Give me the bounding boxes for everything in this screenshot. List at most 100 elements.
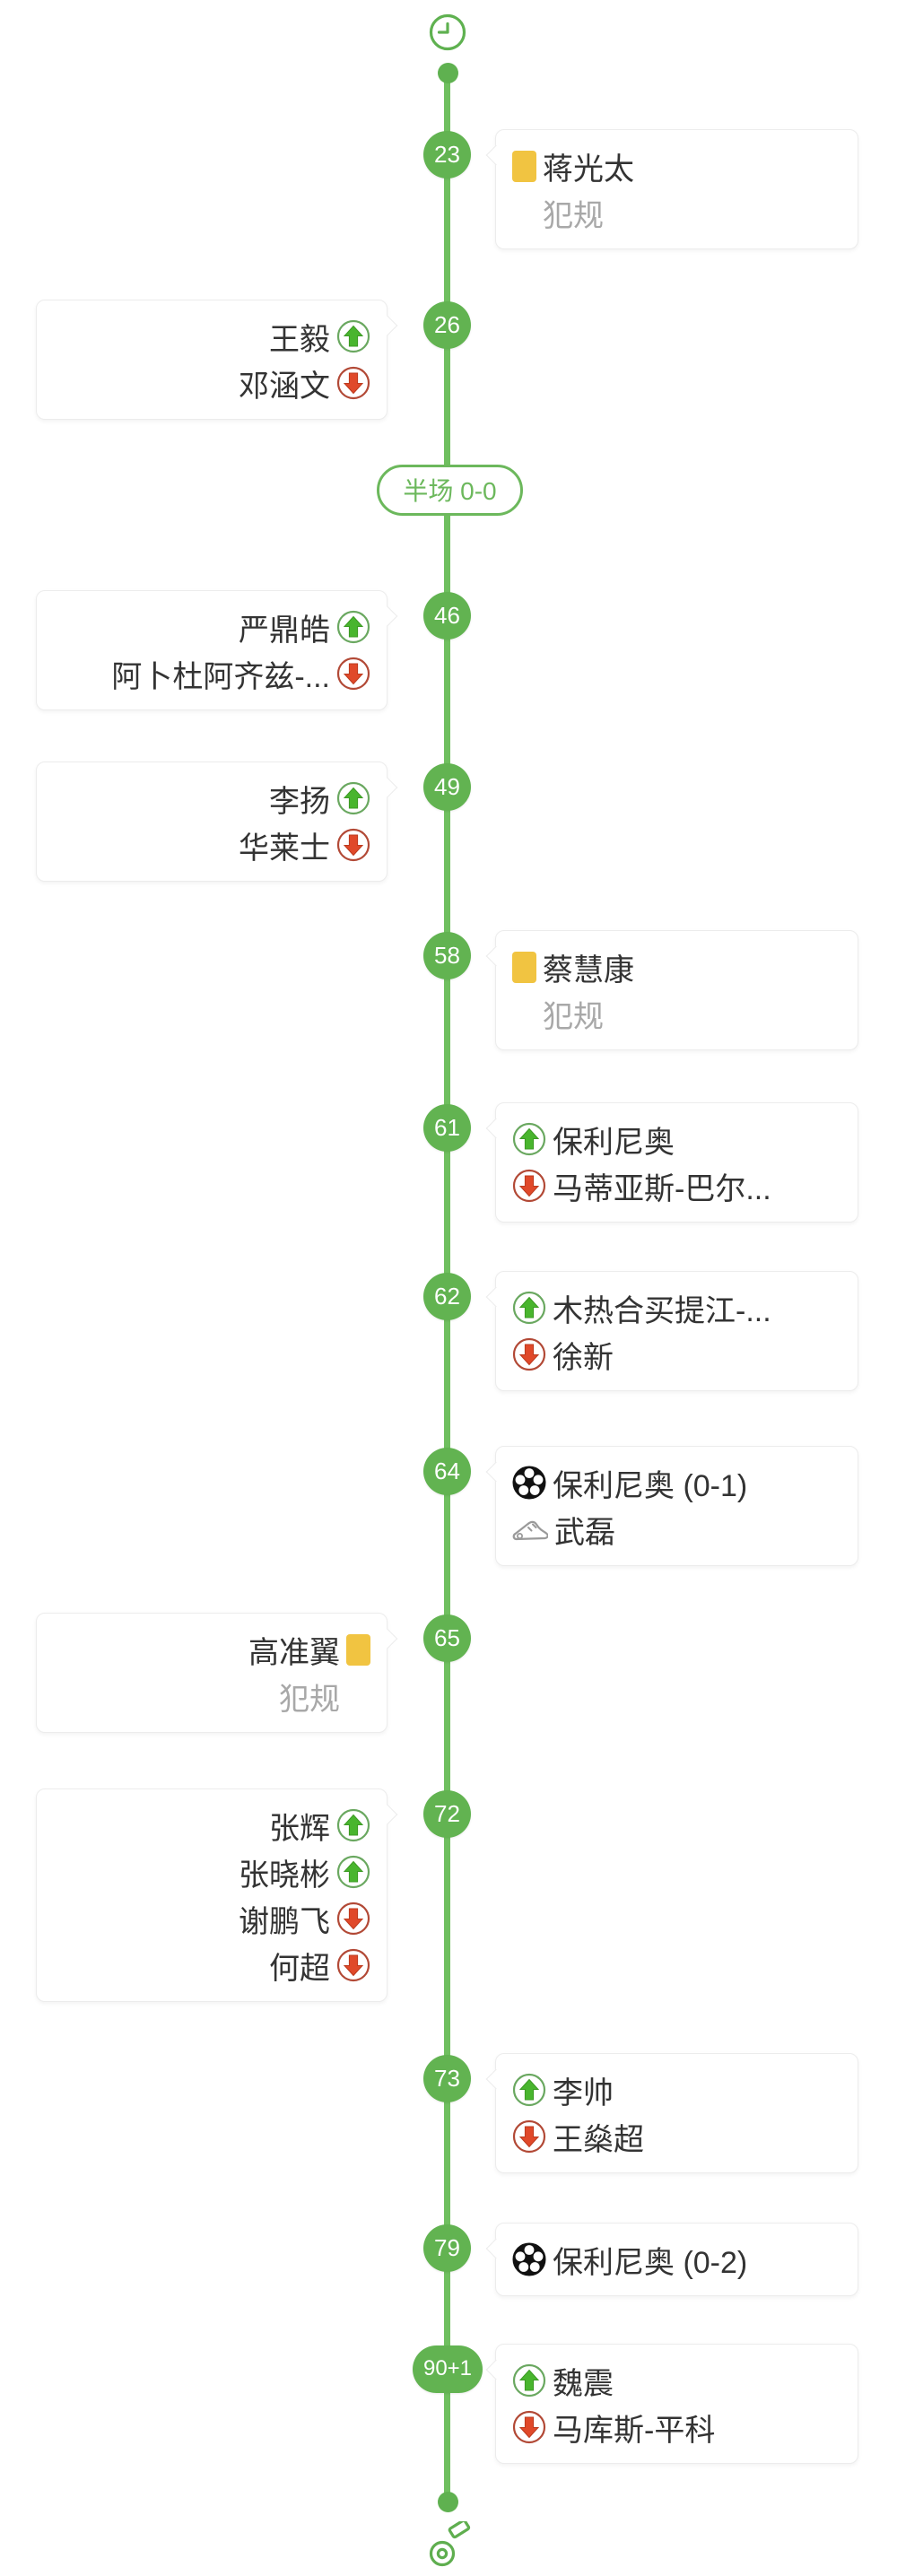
sub-in-arrow-icon bbox=[336, 610, 370, 644]
substitution-event-card[interactable]: 王毅邓涵文 bbox=[36, 300, 397, 420]
event-row: 蔡慧康 bbox=[496, 944, 858, 990]
minute-badge: 61 bbox=[423, 1103, 471, 1152]
event-row: 李帅 bbox=[496, 2067, 858, 2113]
sub-out-arrow-icon bbox=[512, 1337, 546, 1371]
sub-out-arrow-icon bbox=[512, 2410, 546, 2444]
minute-badge: 23 bbox=[423, 130, 471, 178]
minute-badge: 90+1 bbox=[413, 2345, 483, 2393]
sub-out-arrow-icon bbox=[336, 657, 370, 691]
goal-event-card[interactable]: 保利尼奥 (0-1) 武磊 bbox=[485, 1446, 858, 1566]
player-name: 李帅 bbox=[553, 2076, 614, 2110]
player-name: 木热合买提江-... bbox=[553, 1293, 771, 1328]
event-detail-text: 犯规 bbox=[279, 1682, 340, 1717]
yellow-card-icon bbox=[512, 951, 536, 983]
event-row: 保利尼奥 (0-2) bbox=[496, 2236, 858, 2283]
player-name: 张辉 bbox=[269, 1811, 330, 1846]
sub-in-arrow-icon bbox=[336, 1808, 370, 1842]
substitution-event-card[interactable]: 李扬华莱士 bbox=[36, 761, 397, 882]
event-row: 魏震 bbox=[496, 2357, 858, 2404]
event-row: 保利尼奥 bbox=[496, 1116, 858, 1162]
whistle-icon bbox=[427, 2519, 472, 2572]
minute-badge: 58 bbox=[423, 931, 471, 979]
player-name: 魏震 bbox=[553, 2366, 614, 2401]
player-name: 武磊 bbox=[554, 1515, 615, 1550]
minute-badge: 79 bbox=[423, 2224, 471, 2272]
player-name: 徐新 bbox=[553, 1340, 614, 1375]
event-row: 阿卜杜阿齐兹-... bbox=[37, 650, 387, 697]
yellow-card-icon bbox=[346, 1633, 370, 1666]
event-row: 王毅 bbox=[37, 313, 387, 360]
sub-in-arrow-icon bbox=[512, 2073, 546, 2107]
event-detail-text: 犯规 bbox=[543, 999, 604, 1034]
event-row: 犯规 bbox=[496, 189, 858, 236]
substitution-event-card[interactable]: 李帅王燊超 bbox=[485, 2053, 858, 2173]
sub-out-arrow-icon bbox=[336, 366, 370, 400]
soccer-ball-icon bbox=[512, 1466, 546, 1500]
halftime-score-badge: 半场 0-0 bbox=[377, 464, 523, 516]
event-row: 徐新 bbox=[496, 1331, 858, 1378]
event-row: 犯规 bbox=[37, 1673, 387, 1719]
sub-out-arrow-icon bbox=[336, 1902, 370, 1936]
player-name: 何超 bbox=[269, 1951, 330, 1986]
player-name: 谢鹏飞 bbox=[239, 1904, 330, 1939]
player-name: 保利尼奥 (0-1) bbox=[553, 1468, 748, 1503]
event-row: 邓涵文 bbox=[37, 360, 387, 406]
sub-out-arrow-icon bbox=[336, 1948, 370, 1982]
player-name: 张晓彬 bbox=[239, 1858, 330, 1893]
event-row: 马库斯-平科 bbox=[496, 2404, 858, 2450]
player-name: 马库斯-平科 bbox=[553, 2413, 716, 2448]
event-row: 严鼎皓 bbox=[37, 604, 387, 650]
player-name: 高准翼 bbox=[248, 1635, 340, 1670]
player-name: 严鼎皓 bbox=[239, 613, 330, 648]
minute-badge: 49 bbox=[423, 762, 471, 811]
minute-badge: 65 bbox=[423, 1614, 471, 1662]
sub-in-arrow-icon bbox=[336, 1855, 370, 1889]
kickoff-dot bbox=[438, 63, 458, 83]
player-name: 华莱士 bbox=[239, 831, 330, 866]
event-row: 马蒂亚斯-巴尔... bbox=[496, 1162, 858, 1209]
substitution-event-card[interactable]: 木热合买提江-... 徐新 bbox=[485, 1271, 858, 1391]
event-row: 何超 bbox=[37, 1942, 387, 1989]
assist-boot-icon bbox=[512, 1515, 548, 1545]
sub-in-arrow-icon bbox=[512, 1291, 546, 1325]
clock-icon bbox=[428, 13, 467, 57]
substitution-event-card[interactable]: 魏震马库斯-平科 bbox=[485, 2344, 858, 2464]
yellow-card-icon bbox=[346, 1633, 370, 1666]
event-row: 华莱士 bbox=[37, 822, 387, 868]
booking-event-card[interactable]: 高准翼犯规 bbox=[36, 1613, 397, 1733]
event-row: 张辉 bbox=[37, 1802, 387, 1849]
player-name: 保利尼奥 bbox=[553, 1125, 675, 1160]
indent-spacer bbox=[346, 1696, 370, 1697]
sub-in-arrow-icon bbox=[336, 781, 370, 815]
yellow-card-icon bbox=[512, 951, 536, 983]
substitution-event-card[interactable]: 张辉张晓彬谢鹏飞何超 bbox=[36, 1788, 397, 2002]
player-name: 李扬 bbox=[269, 784, 330, 819]
event-detail-text: 犯规 bbox=[543, 198, 604, 233]
booking-event-card[interactable]: 蔡慧康犯规 bbox=[485, 930, 858, 1050]
event-row: 谢鹏飞 bbox=[37, 1895, 387, 1942]
player-name: 蔡慧康 bbox=[543, 953, 634, 988]
player-name: 王毅 bbox=[269, 322, 330, 357]
minute-badge: 46 bbox=[423, 591, 471, 640]
sub-in-arrow-icon bbox=[336, 319, 370, 353]
substitution-event-card[interactable]: 保利尼奥马蒂亚斯-巴尔... bbox=[485, 1102, 858, 1223]
player-name: 蒋光太 bbox=[543, 152, 634, 187]
event-row: 李扬 bbox=[37, 775, 387, 822]
sub-in-arrow-icon bbox=[512, 1122, 546, 1156]
substitution-event-card[interactable]: 严鼎皓阿卜杜阿齐兹-... bbox=[36, 590, 397, 710]
booking-event-card[interactable]: 蒋光太犯规 bbox=[485, 129, 858, 249]
event-row: 武磊 bbox=[496, 1506, 858, 1553]
player-name: 王燊超 bbox=[553, 2122, 644, 2157]
event-row: 保利尼奥 (0-1) bbox=[496, 1459, 858, 1506]
player-name: 马蒂亚斯-巴尔... bbox=[553, 1171, 771, 1206]
event-row: 蒋光太 bbox=[496, 143, 858, 189]
minute-badge: 72 bbox=[423, 1789, 471, 1838]
event-row: 高准翼 bbox=[37, 1626, 387, 1673]
fulltime-dot bbox=[438, 2492, 458, 2512]
sub-out-arrow-icon bbox=[512, 2119, 546, 2154]
sub-in-arrow-icon bbox=[512, 2363, 546, 2398]
goal-event-card[interactable]: 保利尼奥 (0-2) bbox=[485, 2223, 858, 2296]
sub-out-arrow-icon bbox=[512, 1169, 546, 1203]
player-name: 邓涵文 bbox=[239, 369, 330, 404]
